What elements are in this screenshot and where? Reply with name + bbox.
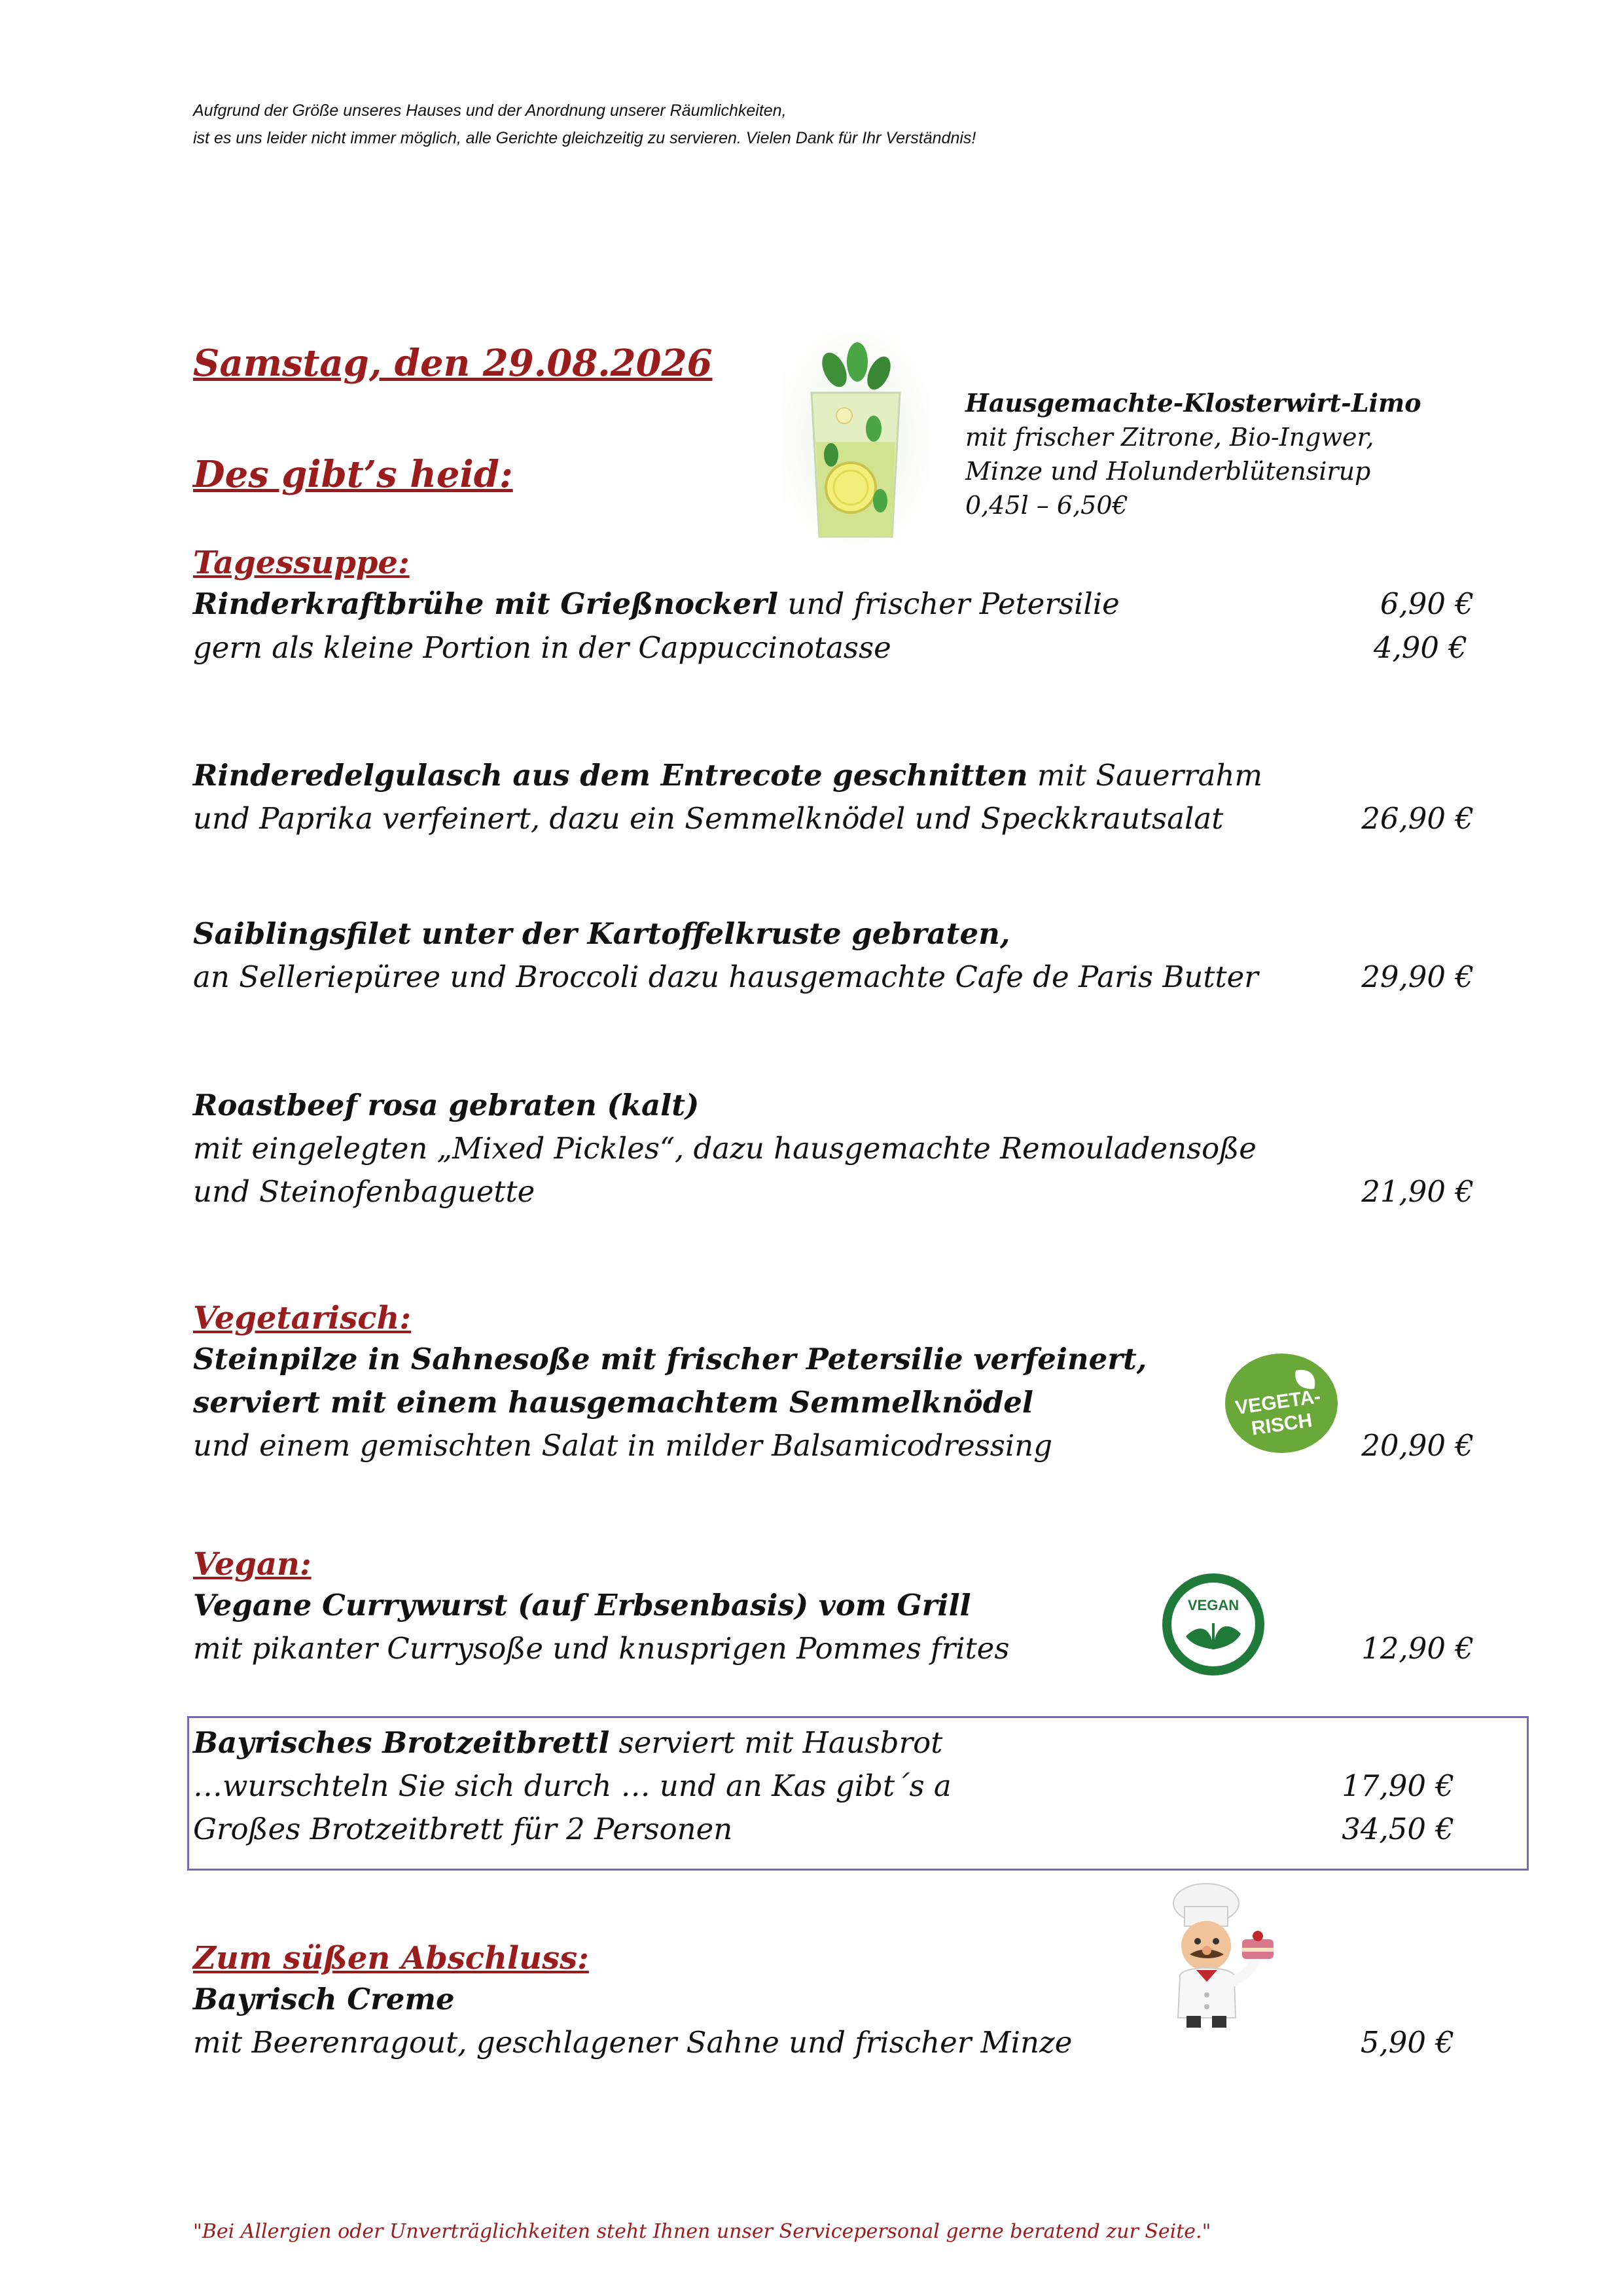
dish-gulasch-bold: Rinderedelgulasch aus dem Entrecote gesc…: [193, 758, 1028, 793]
drink-price: 0,45l – 6,50€: [965, 491, 1128, 520]
veg-dish-price: 20,90 €: [1361, 1428, 1474, 1463]
vegan-badge-icon: VEGAN: [1160, 1571, 1267, 1678]
soup-name-rest: und frischer Petersilie: [778, 586, 1120, 621]
dish-roastbeef-desc-2: und Steinofenbaguette: [193, 1174, 535, 1209]
drink-special: Hausgemachte-Klosterwirt-Limo mit frisch…: [965, 386, 1421, 522]
dessert-price: 5,90 €: [1360, 2025, 1454, 2060]
brotzeit-desc: …wurschteln Sie sich durch … und an Kas …: [193, 1768, 952, 1803]
drink-desc-1: mit frischer Zitrone, Bio-Ingwer,: [965, 423, 1374, 452]
brotzeit-large: Großes Brotzeitbrett für 2 Personen: [193, 1812, 733, 1846]
soup-price: 6,90 €: [1380, 586, 1474, 621]
vegan-dish-desc: mit pikanter Currysoße und knusprigen Po…: [193, 1631, 1010, 1666]
section-tagessuppe: Tagessuppe:: [193, 545, 410, 581]
soup-name-bold: Rinderkraftbrühe mit Grießnockerl: [193, 586, 779, 621]
dish-gulasch-desc: und Paprika verfeinert, dazu ein Semmelk…: [193, 801, 1224, 836]
veg-dish-desc: und einem gemischten Salat in milder Bal…: [193, 1428, 1052, 1463]
soup-small-price: 4,90 €: [1373, 630, 1467, 665]
drink-title: Hausgemachte-Klosterwirt-Limo: [965, 388, 1421, 418]
lemonade-glass-icon: [782, 331, 929, 547]
dish-roastbeef-title: Roastbeef rosa gebraten (kalt): [193, 1088, 700, 1122]
brotzeit-large-price: 34,50 €: [1342, 1812, 1454, 1846]
dessert-desc: mit Beerenragout, geschlagener Sahne und…: [193, 2025, 1073, 2060]
dish-saibling-price: 29,90 €: [1361, 960, 1474, 994]
date-heading: Samstag, den 29.08.2026: [193, 342, 713, 385]
menu-subheading: Des gibt’s heid:: [193, 453, 513, 496]
dish-gulasch-title: Rinderedelgulasch aus dem Entrecote gesc…: [193, 758, 1262, 793]
vegetarian-badge-icon: VEGETA- RISCH: [1222, 1351, 1340, 1456]
notice-line-1: Aufgrund der Größe unseres Hauses und de…: [193, 101, 787, 120]
chef-with-cake-icon: [1144, 1877, 1298, 2032]
allergy-footer: "Bei Allergien oder Unverträglichkeiten …: [193, 2220, 1211, 2243]
dish-roastbeef-price: 21,90 €: [1361, 1174, 1474, 1209]
vegan-badge-text: VEGAN: [1188, 1597, 1239, 1613]
brotzeit-title-rest: serviert mit Hausbrot: [609, 1725, 943, 1760]
drink-desc-2: Minze und Holunderblütensirup: [965, 457, 1371, 486]
vegan-dish-price: 12,90 €: [1361, 1631, 1474, 1666]
dish-saibling-desc: an Selleriepüree und Broccoli dazu hausg…: [193, 960, 1258, 994]
notice-line-2: ist es uns leider nicht immer möglich, a…: [193, 129, 976, 147]
soup-name: Rinderkraftbrühe mit Grießnockerl und fr…: [193, 586, 1120, 621]
dish-saibling-title: Saiblingsfilet unter der Kartoffelkruste…: [193, 916, 1010, 951]
brotzeit-box: [187, 1716, 1529, 1871]
dessert-title: Bayrisch Creme: [193, 1982, 455, 2017]
section-dessert: Zum süßen Abschluss:: [193, 1940, 589, 1977]
veg-dish-title-2: serviert mit einem hausgemachtem Semmelk…: [193, 1385, 1034, 1420]
dish-roastbeef-desc-1: mit eingelegten „Mixed Pickles“, dazu ha…: [193, 1131, 1257, 1166]
dish-gulasch-rest: mit Sauerrahm: [1027, 758, 1263, 793]
veg-dish-title-1: Steinpilze in Sahnesoße mit frischer Pet…: [193, 1342, 1147, 1376]
dish-gulasch-price: 26,90 €: [1361, 801, 1474, 836]
brotzeit-title: Bayrisches Brotzeitbrettl serviert mit H…: [193, 1725, 942, 1760]
section-vegan: Vegan:: [193, 1546, 312, 1583]
service-notice: Aufgrund der Größe unseres Hauses und de…: [193, 97, 976, 152]
brotzeit-price: 17,90 €: [1342, 1768, 1454, 1803]
vegan-dish-title: Vegane Currywurst (auf Erbsenbasis) vom …: [193, 1588, 971, 1623]
brotzeit-title-bold: Bayrisches Brotzeitbrettl: [193, 1725, 610, 1760]
section-vegetarisch: Vegetarisch:: [193, 1300, 412, 1336]
soup-small-portion: gern als kleine Portion in der Cappuccin…: [193, 630, 891, 665]
